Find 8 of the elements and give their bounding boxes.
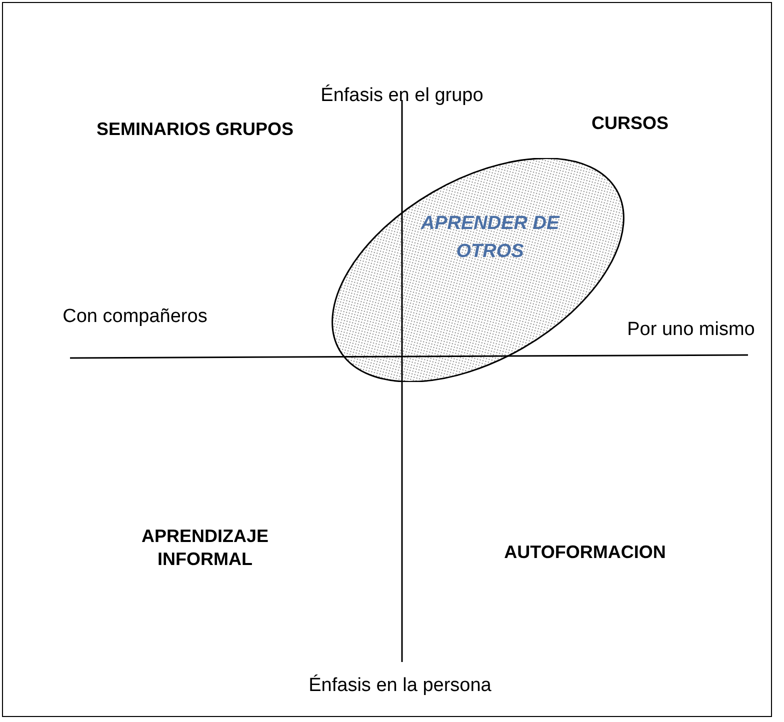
quadrant-label: APRENDIZAJE INFORMAL	[140, 525, 270, 570]
axis-label: Énfasis en el grupo	[320, 84, 484, 108]
quadrant-label: CURSOS	[590, 112, 670, 134]
axis-label: Con compañeros	[62, 305, 208, 329]
axis-label: Énfasis en la persona	[308, 674, 492, 698]
quadrant-label: SEMINARIOS GRUPOS	[95, 118, 295, 140]
axis-label: Por uno mismo	[626, 318, 756, 342]
quadrant-label: AUTOFORMACION	[503, 541, 667, 564]
